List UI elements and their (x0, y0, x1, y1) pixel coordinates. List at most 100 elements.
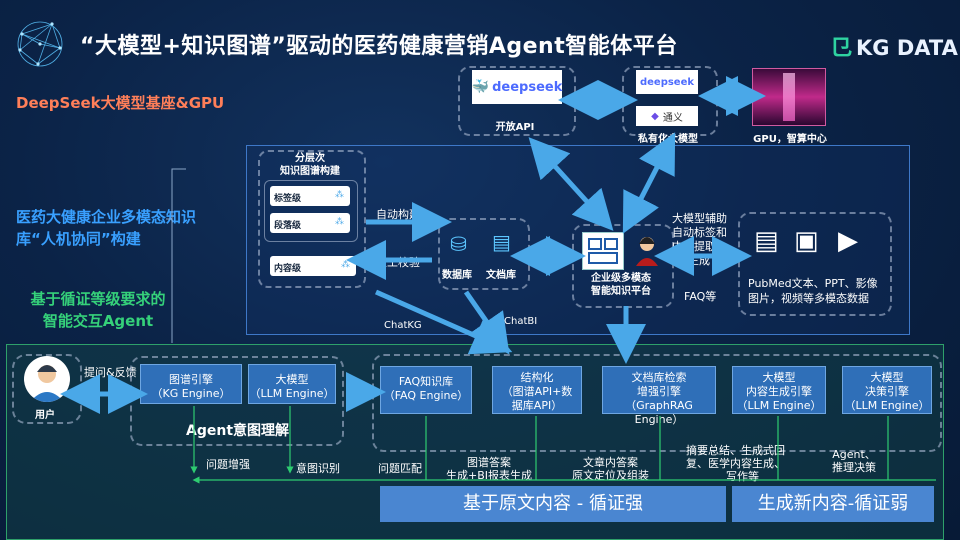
deepseek-base-label: DeepSeek大模型基座&GPU (16, 94, 225, 112)
faq-lib-1: FAQ知识库 (398, 375, 454, 388)
content-level-label: 内容级 (274, 264, 302, 274)
assistant-avatar-icon (632, 232, 662, 268)
graph-thumb-icon: ⁂ (341, 260, 350, 270)
chatkg-label: ChatKG (384, 320, 422, 331)
interaction-line2: 智能交互Agent (42, 312, 154, 330)
doc-search-3: （GraphRAG Engine） (625, 399, 693, 426)
kg-engine-1: 图谱引擎 (169, 373, 213, 386)
database-label: 数据库 (442, 270, 472, 281)
structured-engine-box: 结构化 （图谱API+数 据库API） (492, 366, 582, 414)
database-icon: ⛁ (450, 232, 467, 256)
llm-dec-1: 大模型 (870, 371, 904, 384)
structured-3: 据库API） (511, 399, 563, 412)
kg-engine-2: （KG Engine） (151, 387, 231, 400)
logo-text: KG DATA (856, 36, 958, 60)
intent-title: Agent意图理解 (186, 423, 290, 439)
multimodal-data-2: 图片，视频等多模态数据 (748, 292, 869, 305)
kg-answer-2: 生成+BI报表生成 (446, 469, 533, 482)
llm-engine-1: 大模型 (275, 373, 309, 386)
text-file-icon: ▤ (754, 226, 779, 256)
llm-generation-engine-box: 大模型 内容生成引擎 （LLM Engine） (732, 366, 826, 414)
doc-library-label: 文档库 (486, 270, 516, 281)
gpu-label: GPU，智算中心 (753, 134, 827, 145)
llm-gen-2: 内容生成引擎 (746, 385, 812, 398)
llm-dec-3: （LLM Engine） (844, 399, 930, 412)
intent-recognition-label: 意图识别 (296, 462, 340, 475)
chatbi-label: ChatBI (504, 316, 538, 327)
llm-gen-1: 大模型 (762, 371, 796, 384)
deepseek-open-logo: 🐳 deepseek (472, 70, 562, 104)
question-enhance-label: 问题增强 (206, 458, 250, 471)
open-api-label: 开放API (495, 122, 535, 133)
summary-2: 复、医学内容生成、 (686, 457, 785, 470)
smart-interaction-label: 基于循证等级要求的 智能交互Agent (18, 288, 178, 332)
doc-search-1: 文档库检索 (631, 371, 687, 384)
deepseek-logo-text: deepseek (492, 79, 563, 95)
kg-build-title1: 分层次 (295, 153, 325, 164)
platform-line2: 智能知识平台 (591, 286, 651, 297)
multimodal-line2: 库“人机协同”构建 (16, 230, 141, 248)
agent-dec-2: 推理决策 (832, 461, 876, 474)
llm-decision-engine-box: 大模型 决策引擎 （LLM Engine） (842, 366, 932, 414)
user-avatar-icon (24, 356, 70, 402)
doc-answer-2: 原文定位及组装 (572, 469, 649, 482)
doc-answer-1: 文章内答案 (583, 456, 638, 469)
kg-answer-1: 图谱答案 (467, 456, 511, 469)
llm-assist-label: 大模型辅助 自动标签和 内容提取， 生成 (672, 212, 727, 268)
llm-assist-1: 大模型辅助 (672, 212, 727, 225)
page-title: “大模型+知识图谱”驱动的医药健康营销Agent智能体平台 (80, 34, 678, 59)
document-icon: ▤ (492, 230, 511, 254)
multimodal-kb-label: 医药大健康企业多模态知识 库“人机协同”构建 (16, 206, 196, 250)
kg-answer-label: 图谱答案 生成+BI报表生成 (446, 456, 532, 482)
multimodal-line1: 医药大健康企业多模态知识 (16, 208, 197, 226)
question-match-label: 问题匹配 (378, 462, 422, 475)
llm-gen-3: （LLM Engine） (736, 399, 822, 412)
tongyi-logo: ◆ 通义 (636, 106, 698, 126)
video-icon: ▶ (838, 226, 858, 256)
faq-etc-label: FAQ等 (684, 290, 717, 303)
kg-build-title: 分层次 知识图谱构建 (258, 152, 362, 178)
user-label: 用户 (35, 410, 55, 421)
llm-engine-2: （LLM Engine） (249, 387, 335, 400)
auto-build-label: 自动构建 (376, 208, 420, 221)
doc-answer-label: 文章内答案 原文定位及组装 (572, 456, 649, 482)
platform-line1: 企业级多模态 (591, 273, 651, 284)
structured-2: （图谱API+数 (501, 385, 573, 398)
left-bracket-lines (166, 168, 186, 343)
evidence-strong-bar: 基于原文内容 - 循证强 (380, 486, 726, 522)
kgdata-logo-icon: 㔾 (830, 36, 853, 61)
network-logo-icon (17, 21, 63, 67)
summary-1: 摘要总结、生成式回 (686, 444, 785, 457)
summary-label: 摘要总结、生成式回 复、医学内容生成、 写作等 (686, 444, 785, 483)
llm-assist-3: 内容提取， (672, 240, 727, 253)
paragraph-level-row: 段落级 ⁂ (270, 213, 350, 233)
platform-layout-icon (582, 232, 624, 270)
whale-icon: 🐳 (471, 79, 490, 95)
multimodal-data-label: PubMed文本、PPT、影像 图片，视频等多模态数据 (748, 276, 878, 306)
summary-3: 写作等 (726, 470, 759, 483)
agent-decision-label: Agent、 推理决策 (832, 448, 876, 474)
deepseek-private-text: deepseek (639, 76, 695, 88)
image-icon: ▣ (794, 226, 819, 256)
kg-build-group (258, 150, 366, 288)
manual-check-label: 人工校验 (376, 256, 420, 269)
content-level-row: 内容级 ⁂ (270, 256, 356, 276)
paragraph-level-label: 段落级 (274, 221, 302, 231)
tag-level-label: 标签级 (274, 194, 302, 204)
kg-engine-box: 图谱引擎 （KG Engine） (140, 364, 242, 404)
agent-dec-1: Agent、 (832, 448, 876, 461)
llm-assist-4: 生成 (688, 254, 710, 267)
structured-1: 结构化 (520, 371, 554, 384)
doc-search-2: 增强引擎 (637, 385, 681, 398)
llm-assist-2: 自动标签和 (672, 226, 727, 239)
llm-dec-2: 决策引擎 (865, 385, 909, 398)
tongyi-icon: ◆ (651, 110, 659, 122)
platform-label: 企业级多模态 智能知识平台 (572, 272, 670, 298)
gpu-datacenter-image (752, 68, 826, 126)
graph-thumb-icon: ⁂ (335, 217, 344, 227)
multimodal-data-1: PubMed文本、PPT、影像 (748, 277, 878, 290)
faq-engine-box: FAQ知识库 （FAQ Engine） (380, 366, 472, 414)
faq-lib-2: （FAQ Engine） (383, 389, 469, 402)
private-model-label: 私有化大模型 (638, 134, 698, 145)
